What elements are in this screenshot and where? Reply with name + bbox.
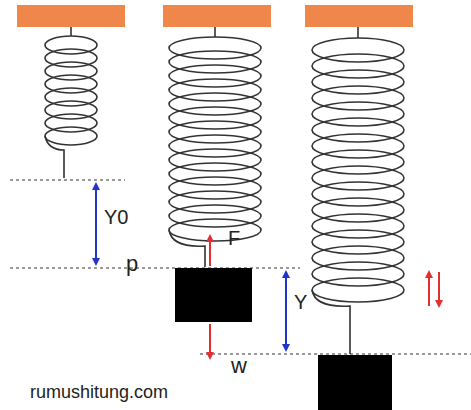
mass-block [318,355,392,410]
dimension-arrow [95,184,97,264]
spring [312,27,404,354]
force-arrow [209,236,211,266]
force-arrow [428,272,430,306]
weight-label: w [231,355,247,377]
ceiling-block [163,5,271,27]
ceiling-block [17,5,125,27]
ceiling-block [305,5,413,27]
force-arrow [438,272,440,306]
mass-block [175,268,252,322]
spring [45,27,97,178]
displacement-label: Y0 [104,207,128,227]
force-arrow [209,324,211,358]
force-label: F [228,228,240,248]
displacement-label: Y [294,292,307,312]
point-label: p [126,253,138,275]
reference-line [10,180,471,354]
watermark: rumushitung.com [30,383,168,401]
spring [169,27,261,267]
dimension-arrow [285,272,287,350]
